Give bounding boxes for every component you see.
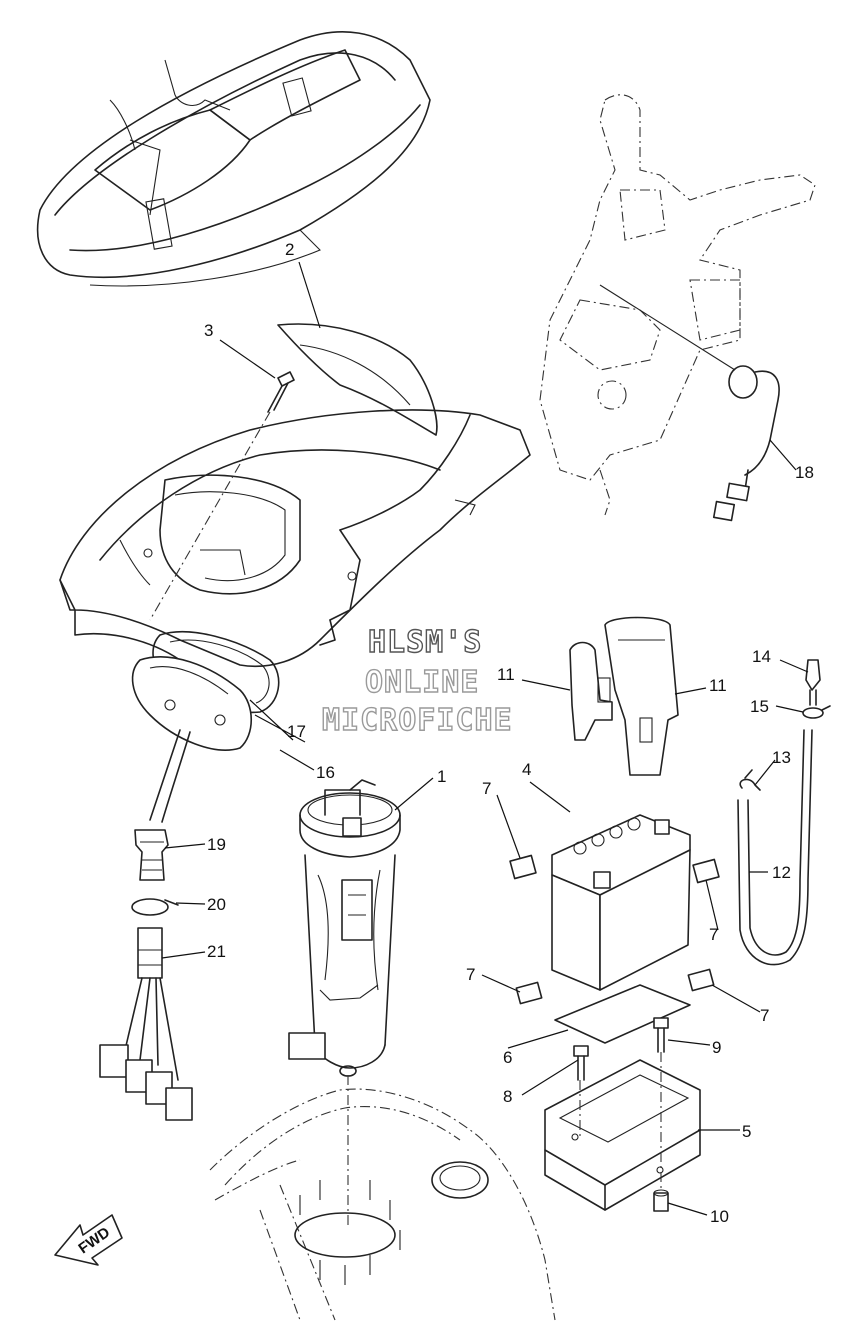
bolt-part-8 <box>573 1045 589 1081</box>
callout-7-top-left: 7 <box>482 779 491 798</box>
wire-harness-part-21 <box>99 927 193 1121</box>
battery-band-part-11-right <box>604 616 679 776</box>
callout-9: 9 <box>712 1038 721 1057</box>
callout-2: 2 <box>285 240 294 259</box>
callout-13: 13 <box>772 748 791 767</box>
sensor-part-18 <box>599 284 780 522</box>
callout-1: 1 <box>437 767 446 786</box>
battery-part-4 <box>551 814 691 991</box>
watermark-line-2: ONLINE <box>365 665 479 700</box>
callout-3: 3 <box>204 321 213 340</box>
fuel-pump-part-1 <box>288 779 401 1077</box>
callout-15: 15 <box>750 697 769 716</box>
callout-11-right: 11 <box>709 676 727 695</box>
decal-part-2 <box>277 323 438 436</box>
callout-8: 8 <box>503 1087 512 1106</box>
screw-part-3 <box>267 371 295 413</box>
pad-part-7d <box>687 968 715 992</box>
callout-11-left: 11 <box>497 665 515 684</box>
watercraft-overview <box>36 31 431 287</box>
callout-labels: 2 3 18 11 11 14 15 17 16 1 4 13 7 12 19 … <box>204 240 814 1226</box>
callout-14: 14 <box>752 647 771 666</box>
callout-4: 4 <box>522 760 531 779</box>
battery-band-part-11-left <box>569 641 613 741</box>
meter-assembly-part-16 <box>131 656 252 823</box>
callout-17: 17 <box>287 722 306 741</box>
callout-7-bottom-right: 7 <box>760 1006 769 1025</box>
callout-16: 16 <box>316 763 335 782</box>
callout-20: 20 <box>207 895 226 914</box>
steering-assembly <box>539 94 816 516</box>
pad-part-7a <box>509 854 537 880</box>
callout-7-right: 7 <box>709 925 718 944</box>
box-bolt-axes <box>579 1052 662 1190</box>
fitting-part-14 <box>805 659 821 706</box>
watermark-line-1: HLSM'S <box>368 625 482 660</box>
callout-10: 10 <box>710 1207 729 1226</box>
bolt-part-9 <box>653 1017 669 1053</box>
breather-hose-part-12 <box>737 729 813 966</box>
leader-lines <box>149 261 809 1216</box>
callout-12: 12 <box>772 863 791 882</box>
callout-21: 21 <box>207 942 226 961</box>
battery-box-part-5 <box>544 1059 701 1211</box>
grommet-part-19 <box>134 829 169 881</box>
pad-part-7b <box>692 858 720 884</box>
clamp-part-20 <box>131 898 179 916</box>
watermark: HLSM'S ONLINE MICROFICHE <box>321 624 513 738</box>
callout-7-bottom-left: 7 <box>466 965 475 984</box>
callout-19: 19 <box>207 835 226 854</box>
clip-part-13 <box>739 769 761 791</box>
callout-5: 5 <box>742 1122 751 1141</box>
collar-part-10 <box>653 1189 669 1212</box>
battery-pad-part-6 <box>554 984 691 1044</box>
watermark-line-3: MICROFICHE <box>322 703 513 738</box>
clamp-part-15 <box>802 705 831 719</box>
callout-6: 6 <box>503 1048 512 1067</box>
callout-18: 18 <box>795 463 814 482</box>
forward-direction-arrow: FWD <box>54 1214 123 1266</box>
pad-part-7c <box>515 981 543 1005</box>
fuel-tank <box>209 1088 556 1321</box>
